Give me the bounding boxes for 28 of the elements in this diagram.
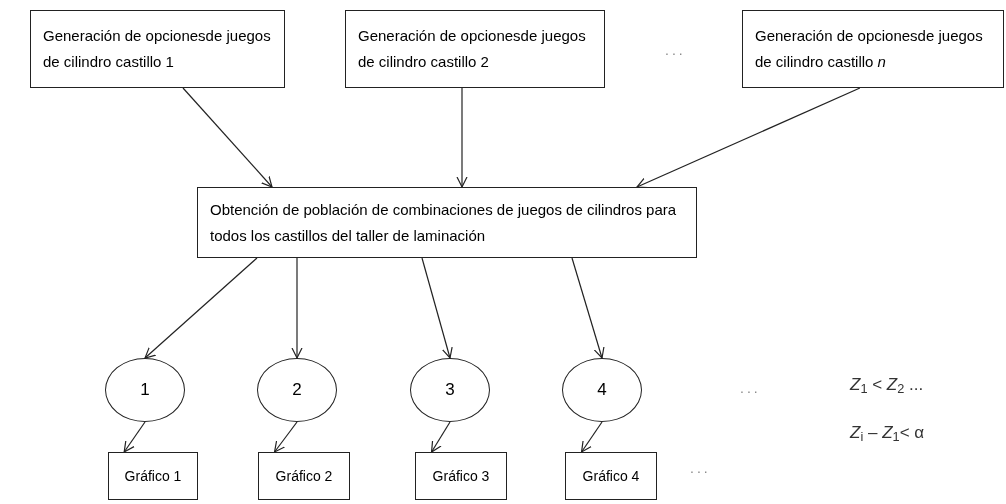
ellipsis-text: ...	[665, 41, 686, 60]
formula-text: Z$_{1}$ < Z$_{2}$ ...	[850, 374, 924, 398]
process-box: Gráfico 1	[108, 452, 198, 500]
process-box: Obtención de población de combinaciones de juegos de cilindros para todos los castillos del taller de laminación	[197, 187, 697, 258]
arrow	[571, 257, 605, 359]
arrow	[636, 87, 861, 189]
arrow	[421, 257, 453, 359]
arrow	[182, 87, 273, 188]
ellipse-node: 1	[105, 358, 185, 422]
formula-text: Z$_{i}$ – Z$_{1}$< α	[850, 422, 925, 446]
process-box: Generación de opcionesde juegos de cilindro castillo 2	[345, 10, 605, 88]
ellipse-node: 2	[257, 358, 337, 422]
ellipsis-text: ...	[690, 459, 711, 478]
arrow	[123, 421, 146, 453]
arrow	[430, 421, 451, 453]
process-box: Gráfico 2	[258, 452, 350, 500]
process-box: Generación de opcionesde juegos de cilindro castillo n	[742, 10, 1004, 88]
ellipsis-text: ...	[740, 379, 761, 398]
ellipse-node: 3	[410, 358, 490, 422]
process-box: Generación de opcionesde juegos de cilindro castillo 1	[30, 10, 285, 88]
ellipse-node: 4	[562, 358, 642, 422]
arrow	[291, 257, 303, 359]
arrow	[580, 421, 603, 453]
arrow	[456, 87, 468, 188]
process-box: Gráfico 4	[565, 452, 657, 500]
arrow	[273, 421, 298, 453]
arrow	[144, 257, 258, 359]
process-box: Gráfico 3	[415, 452, 507, 500]
